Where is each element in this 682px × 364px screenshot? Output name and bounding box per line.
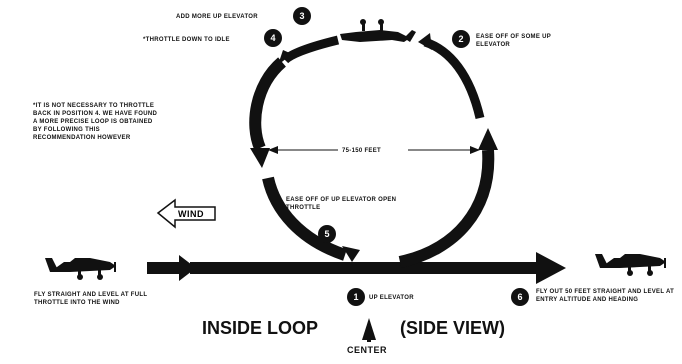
step-2-text: EASE OFF OF SOME UP ELEVATOR (476, 33, 556, 49)
step-5-marker: 5 (318, 225, 336, 243)
diameter-label: 75-150 FEET (342, 147, 381, 155)
ground-track-arrow (147, 252, 566, 284)
center-label: CENTER (347, 345, 387, 355)
airplane-exit-icon (595, 254, 666, 276)
airplane-start-icon (45, 258, 116, 280)
step-5-text: EASE OFF OF UP ELEVATOR OPEN THROTTLE (286, 196, 416, 212)
step-6-text: FLY OUT 50 FEET STRAIGHT AND LEVEL AT EN… (536, 288, 682, 304)
center-pointer (362, 318, 376, 342)
step-2-marker: 2 (452, 30, 470, 48)
wind-label: WIND (178, 209, 204, 219)
step-4-text: *THROTTLE DOWN TO IDLE (143, 36, 230, 44)
airplane-inverted-icon (340, 19, 416, 42)
step-4-marker: 4 (264, 29, 282, 47)
title-side-view: (SIDE VIEW) (400, 318, 505, 339)
step-3-marker: 3 (293, 7, 311, 25)
title-inside-loop: INSIDE LOOP (202, 318, 318, 339)
step-3-text: ADD MORE UP ELEVATOR (176, 13, 258, 21)
step-1-marker: 1 (347, 288, 365, 306)
footnote: *IT IS NOT NECESSARY TO THROTTLE BACK IN… (33, 102, 161, 142)
start-instruction: FLY STRAIGHT AND LEVEL AT FULL THROTTLE … (34, 291, 154, 307)
step-6-marker: 6 (511, 288, 529, 306)
step-1-text: UP ELEVATOR (369, 294, 414, 302)
